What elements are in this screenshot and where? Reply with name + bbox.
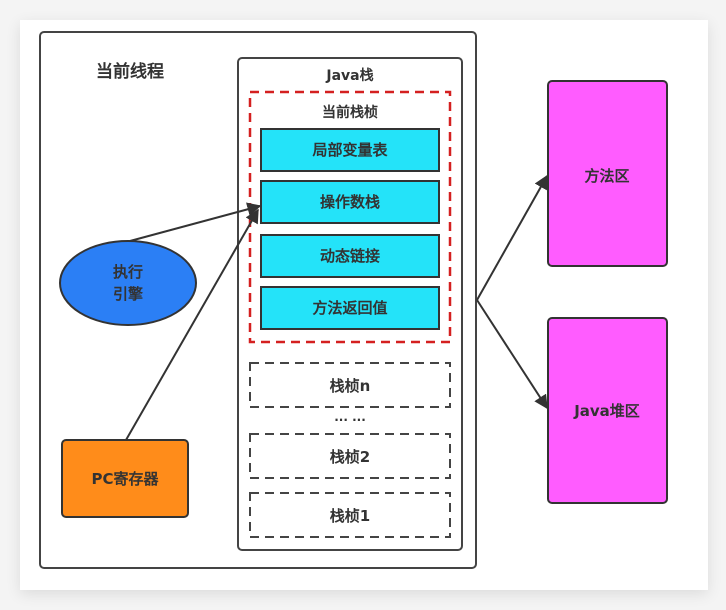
frame-label: 栈桢n — [330, 377, 371, 395]
pc-register-label: PC寄存器 — [91, 470, 159, 488]
engine-line1: 执行 — [113, 263, 143, 281]
slot-label: 方法返回值 — [312, 299, 387, 317]
current-frame-title: 当前栈桢 — [322, 104, 378, 121]
slot-label: 局部变量表 — [311, 141, 388, 159]
java-stack-title: Java栈 — [325, 67, 373, 84]
frame-label: 栈桢1 — [330, 507, 370, 525]
method-area: 方法区 — [547, 80, 668, 267]
heap-label: Java堆区 — [573, 402, 640, 420]
edge-pc-to-operand-stack — [125, 208, 259, 441]
java-heap: Java堆区 — [547, 317, 668, 504]
edge-stack-to-method-area — [476, 174, 548, 301]
slot-label: 动态链接 — [320, 247, 380, 265]
stack-frame-1: 栈桢1 — [249, 492, 451, 538]
edge-stack-to-heap — [476, 299, 548, 410]
frame-slot-operand-stack: 操作数栈 — [260, 180, 440, 224]
stack-frame-n: 栈桢n — [249, 362, 451, 408]
pc-register: PC寄存器 — [61, 439, 189, 518]
frame-slot-local-variables: 局部变量表 — [260, 128, 440, 172]
thread-title: 当前线程 — [96, 61, 164, 82]
slot-label: 操作数栈 — [320, 193, 380, 211]
frame-label: 栈桢2 — [330, 448, 370, 466]
frame-slot-dynamic-linking: 动态链接 — [260, 234, 440, 278]
method-area-label: 方法区 — [584, 167, 629, 185]
engine-line2: 引擎 — [113, 285, 143, 303]
execution-engine: 执行 引擎 — [59, 240, 197, 326]
edge-engine-to-operand-stack — [129, 202, 262, 242]
stack-frame-2: 栈桢2 — [249, 433, 451, 479]
frame-slot-return-value: 方法返回值 — [260, 286, 440, 330]
frames-ellipsis: ··· ··· — [334, 413, 366, 427]
